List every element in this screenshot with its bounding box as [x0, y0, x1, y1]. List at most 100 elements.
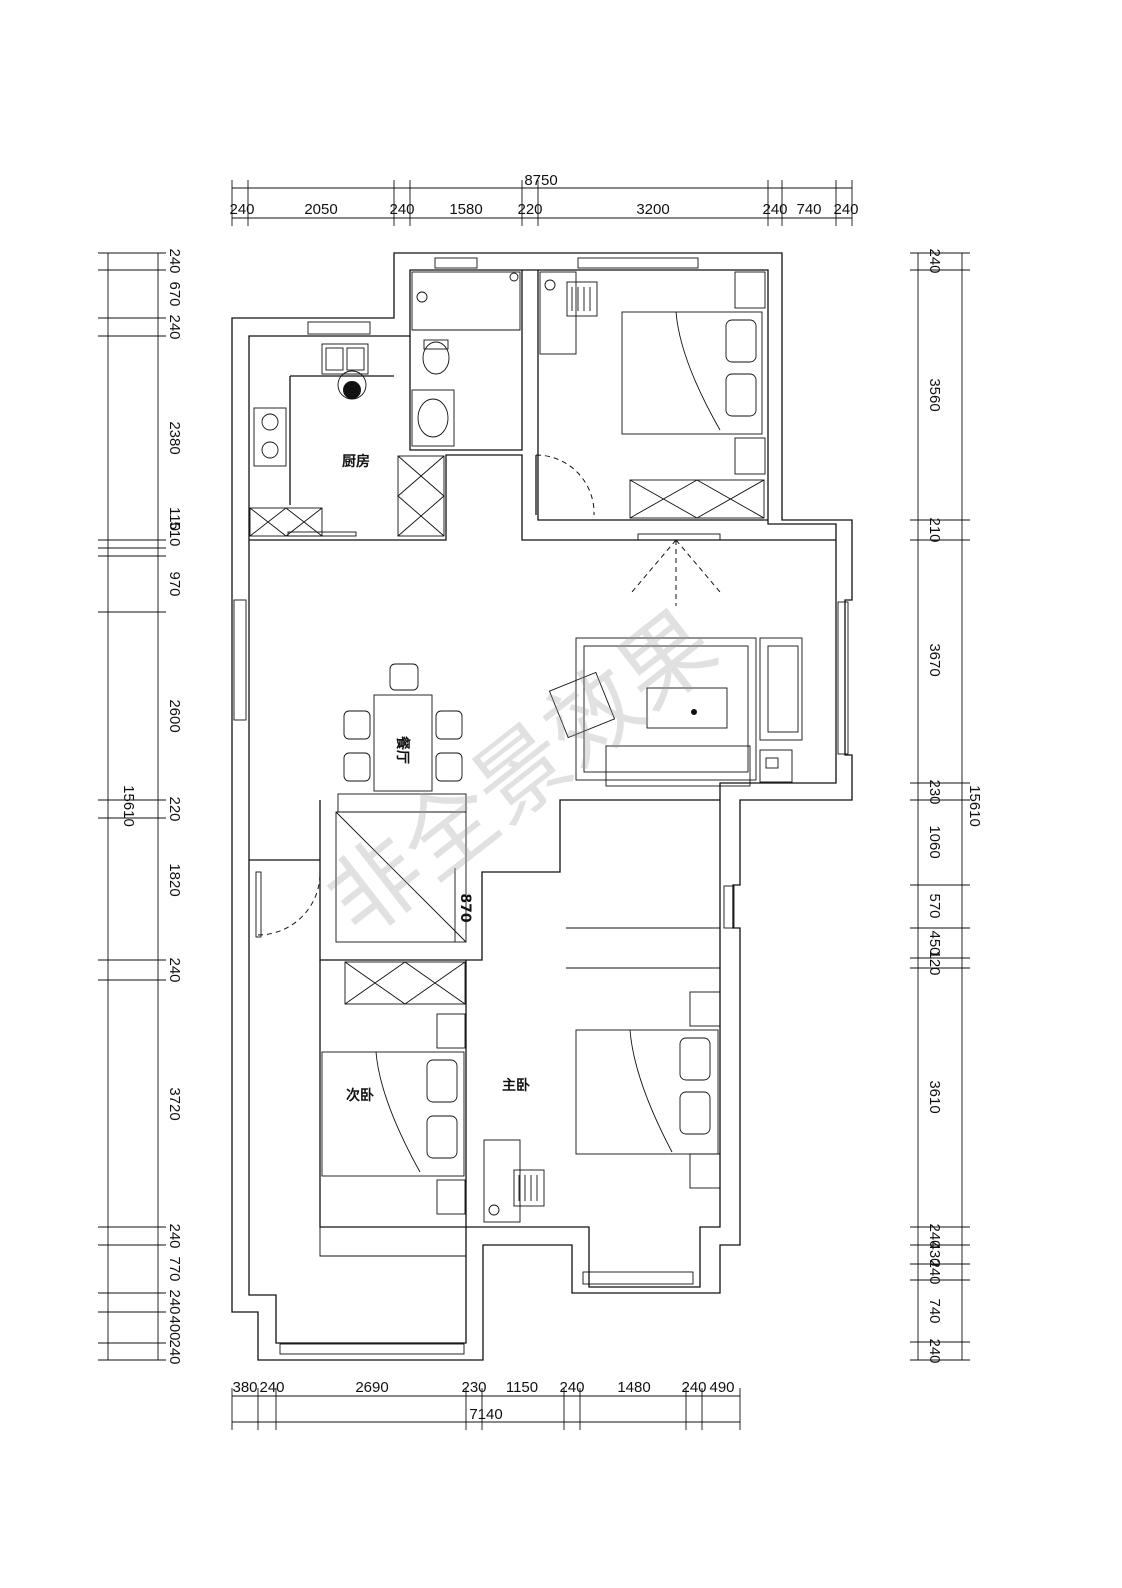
right_segments-label: 740 [926, 1298, 943, 1323]
nightstand [734, 271, 766, 309]
left_segments-label: 2600 [166, 699, 183, 732]
left_segments-label: 240 [166, 957, 183, 982]
right_segments-label: 240 [926, 1259, 943, 1284]
bottom_segments-label: 230 [461, 1379, 486, 1396]
dining-table [373, 694, 433, 792]
sofa-bottom [605, 745, 751, 787]
top_segments-label: 240 [229, 201, 254, 218]
right_segments-label: 450 [926, 930, 943, 955]
chair [513, 1169, 545, 1207]
chair [566, 281, 598, 317]
bottom_segments-label: 240 [259, 1379, 284, 1396]
partition-bedroom1 [537, 270, 768, 521]
living-furniture [548, 533, 803, 787]
left_segments-label: 240 [166, 1289, 183, 1314]
bottom_segments-label: 1480 [617, 1379, 650, 1396]
top_segments-label: 240 [389, 201, 414, 218]
top_segments-label: 240 [833, 201, 858, 218]
kitchen-counter [289, 375, 394, 505]
right_segments-label: 430 [926, 1241, 943, 1266]
top_segments-label: 3200 [636, 201, 669, 218]
left_segments-label: 2380 [166, 421, 183, 454]
partition-bedroom2 [319, 960, 467, 1228]
right_segments-label: 210 [926, 517, 943, 542]
left_segments-label: 1820 [166, 863, 183, 896]
watermark-text: 非全景效果 [308, 590, 736, 958]
label-cabinet-depth: 870 [457, 893, 473, 922]
wardrobe-2 [344, 961, 466, 1005]
room-labels: 厨房 餐厅 主卧 次卧 870 [342, 453, 530, 1104]
partition-bath [409, 270, 523, 451]
bottom_segments-label: 240 [681, 1379, 706, 1396]
dim-right-total: 15610 [966, 785, 983, 827]
label-second-bedroom: 次卧 [346, 1087, 374, 1104]
left_segments-label: 240 [166, 1339, 183, 1364]
bottom_segments-label: 1150 [506, 1379, 538, 1396]
master-furniture [483, 927, 721, 1223]
right_segments-label: 230 [926, 779, 943, 804]
dim-top-total: 8750 [524, 172, 557, 189]
cook-icon [343, 381, 361, 399]
left_segments-label: 400 [166, 1315, 183, 1340]
outer-wall [231, 252, 853, 1361]
left_segments-label: 110 [166, 507, 183, 531]
coffee-table [646, 687, 728, 729]
hall-cabinets [335, 793, 467, 1005]
left_segments-label: 220 [166, 796, 183, 821]
window-living [837, 601, 849, 755]
right_segments-label: 1060 [926, 825, 943, 858]
nightstand [436, 1013, 466, 1049]
window-kitchen [307, 321, 371, 335]
bottom_segments-label: 240 [559, 1379, 584, 1396]
left_segments-label: 240 [166, 248, 183, 273]
desk [539, 271, 577, 355]
bathroom-fixtures [411, 271, 521, 447]
kitchen-storage [319, 1227, 466, 1257]
rug [575, 637, 757, 781]
label-kitchen: 厨房 [342, 453, 370, 470]
walls [231, 252, 853, 1361]
tv-cabinet [637, 533, 721, 541]
hall-cabinet [335, 811, 467, 943]
right_segments-label: 3670 [926, 643, 943, 676]
window-balcony [582, 1271, 694, 1285]
window-top-bed [577, 257, 699, 269]
wardrobe-1 [629, 479, 765, 519]
window-left [233, 599, 247, 721]
top_segments-label: 740 [796, 201, 821, 218]
window-bottom [279, 1343, 465, 1355]
bed-1 [621, 311, 763, 435]
pillow [679, 1037, 711, 1081]
kitchen-fixtures [249, 343, 445, 537]
left_segments-label: 770 [166, 1256, 183, 1281]
door-swing-entry [257, 874, 321, 936]
left_segments-label: 970 [166, 571, 183, 596]
right_segments-label: 240 [926, 1223, 943, 1248]
stove-icon [253, 407, 287, 467]
label-master-bedroom: 主卧 [502, 1077, 530, 1094]
inner-wall [248, 269, 837, 1344]
top_segments-label: 240 [762, 201, 787, 218]
bed-2 [321, 1051, 465, 1177]
right_segments-label: 240 [926, 248, 943, 273]
sink-icon [411, 389, 455, 447]
sofa-right [759, 637, 803, 741]
bottom_segments-label: 2690 [355, 1379, 388, 1396]
right_segments-label: 570 [926, 893, 943, 918]
shower-area [411, 271, 521, 331]
desk [483, 1139, 521, 1223]
pillow [725, 319, 757, 363]
armchair [548, 671, 616, 739]
right_segments-label: 3610 [926, 1080, 943, 1113]
doors [255, 454, 595, 938]
partition-kitchen [249, 454, 836, 541]
left_segments-label: 510 [166, 521, 183, 546]
bedroom1-furniture [539, 271, 766, 519]
bed-master [575, 1029, 719, 1155]
label-dining: 餐厅 [394, 735, 411, 764]
bottom_segments-label: 380 [232, 1379, 257, 1396]
window-top-bath [434, 257, 478, 269]
dimension-lines [98, 180, 970, 1430]
dining-chair [389, 663, 419, 691]
